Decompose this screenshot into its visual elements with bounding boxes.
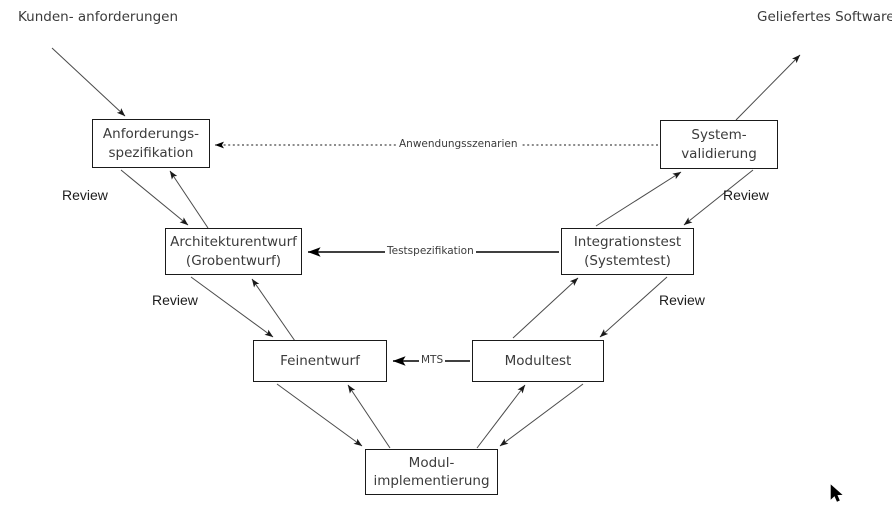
edge-architekturentwurf-to-feinentwurf — [190, 276, 274, 338]
edge-feinentwurf-to-modulimplementierung — [276, 383, 363, 447]
edge-label-testspezifikation: Testspezifikation — [385, 245, 476, 257]
label-geliefertes-software-system-line1: Geliefertes Software — [757, 9, 892, 25]
node-modultest[interactable]: Modultest — [472, 340, 604, 382]
edge-modulimplementierung-to-feinentwurf-review — [347, 384, 391, 449]
node-anforderungsspezifikation[interactable]: Anforderungs- spezifikation — [92, 119, 210, 168]
node-integrationstest-line2: (Systemtest) — [584, 252, 671, 269]
edge-integrationstest-to-modultest-review — [599, 276, 668, 338]
node-architekturentwurf-line2: (Grobentwurf) — [185, 252, 282, 269]
node-feinentwurf-line1: Feinentwurf — [280, 352, 360, 369]
label-kundenanforderungen-line1: Kunden- — [18, 9, 74, 25]
label-kundenanforderungen: Kunden- anforderungen — [18, 8, 178, 26]
edge-anforderungsspezifikation-to-architekturentwurf — [120, 169, 189, 226]
node-modultest-line1: Modultest — [504, 352, 572, 369]
node-integrationstest-line1: Integrationstest — [573, 234, 682, 251]
edge-feinentwurf-to-architekturentwurf-review — [251, 278, 296, 342]
edge-kundenanforderungen-to-anforderungsspezifikation — [51, 47, 126, 117]
node-modulimplementierung-line1: Modul- — [408, 454, 455, 471]
edge-modultest-to-integrationstest — [512, 277, 579, 339]
edge-modulimplementierung-to-modultest — [476, 384, 526, 449]
node-feinentwurf[interactable]: Feinentwurf — [253, 340, 387, 382]
edge-integrationstest-to-systemvalidierung — [595, 171, 682, 227]
node-systemvalidierung-line2: validierung — [681, 145, 757, 162]
label-kundenanforderungen-line2: anforderungen — [77, 9, 179, 25]
node-architekturentwurf-line1: Architekturentwurf — [170, 234, 297, 251]
node-anforderungsspezifikation-line2: spezifikation — [108, 144, 194, 161]
review-label-right-bottom: Review — [659, 292, 705, 308]
node-modulimplementierung[interactable]: Modul- implementierung — [365, 449, 498, 495]
node-anforderungsspezifikation-line1: Anforderungs- — [102, 126, 200, 143]
review-label-left-bottom: Review — [152, 292, 198, 308]
mouse-pointer-icon — [830, 484, 843, 502]
label-geliefertes-software-system: Geliefertes Software System — [757, 8, 892, 26]
edge-label-mts: MTS — [419, 354, 446, 366]
edge-modultest-to-modulimplementierung-review — [499, 383, 584, 447]
edge-architekturentwurf-to-anforderungsspezifikation-review — [169, 170, 209, 229]
node-integrationstest[interactable]: Integrationstest (Systemtest) — [561, 228, 694, 275]
node-systemvalidierung-line1: System- — [691, 127, 747, 144]
review-label-right-top: Review — [723, 187, 769, 203]
node-architekturentwurf[interactable]: Architekturentwurf (Grobentwurf) — [165, 228, 302, 275]
node-systemvalidierung[interactable]: System- validierung — [660, 120, 778, 169]
edge-label-anwendungsszenarien: Anwendungsszenarien — [397, 138, 520, 150]
edge-systemvalidierung-to-geliefertes-system — [735, 54, 801, 121]
node-modulimplementierung-line2: implementierung — [373, 473, 490, 489]
edge-systemvalidierung-to-integrationstest-review — [683, 169, 754, 226]
review-label-left-top: Review — [62, 187, 108, 203]
